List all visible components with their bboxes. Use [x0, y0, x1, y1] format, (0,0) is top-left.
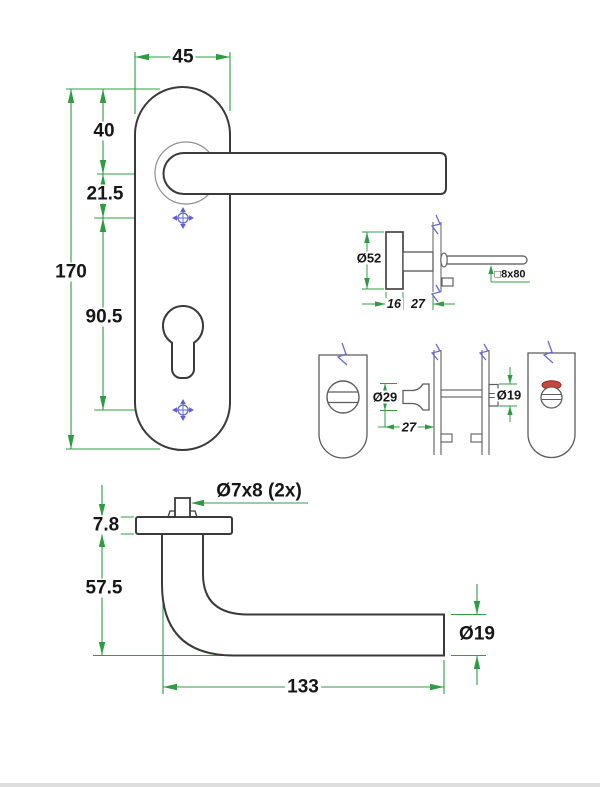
indicator-turn [540, 386, 563, 409]
break-mark [542, 340, 554, 364]
page-bottom-edge [0, 783, 600, 787]
handle-flange [135, 516, 233, 535]
dim-rose-projection: 27 [409, 296, 427, 311]
lever-front [162, 152, 447, 195]
dim-turn-diameter: Ø29 [370, 389, 400, 405]
label-spindle: □8x80 [494, 268, 526, 281]
label-peg-holes: Ø7x8 (2x) [216, 480, 302, 502]
dim-handle-length: 133 [285, 676, 321, 698]
screw-marker-bottom [172, 399, 194, 421]
dim-flange-thickness: 7.8 [90, 514, 122, 536]
thumbturn-knob-profile [402, 383, 430, 411]
wc-lug-left [440, 433, 453, 443]
spindle-base [440, 252, 448, 268]
dim-top-to-handle: 40 [91, 120, 117, 142]
dim-handle-height: 57.5 [83, 577, 125, 599]
coin-slot-turn [326, 380, 360, 414]
lever-dimension-arrows [98, 499, 481, 691]
dim-screw-spacing: 90.5 [83, 306, 125, 328]
indicator-slot [542, 393, 561, 401]
break-mark [336, 342, 348, 366]
peg-chamfers [167, 510, 198, 518]
lever-handle-profile [161, 533, 445, 657]
break-marks-strips [430, 343, 489, 361]
break-marks [430, 214, 441, 303]
dim-plate-height: 170 [53, 261, 89, 283]
lever-side-view [93, 485, 486, 694]
backplate-outline [134, 86, 231, 451]
dim-bar-diameter: Ø19 [457, 623, 497, 645]
spindle-bar [443, 255, 528, 265]
dim-handle-to-screw: 21.5 [84, 183, 126, 205]
dim-turn-projection: 27 [399, 419, 419, 435]
wc-spindle [440, 389, 483, 398]
rose-profile [385, 231, 404, 290]
coin-slot [328, 391, 358, 404]
dim-rose-thickness: 16 [385, 296, 403, 311]
wc-turn-views [318, 340, 576, 459]
front-view [66, 52, 447, 451]
fixing-peg [174, 497, 191, 518]
handle-neck-profile [402, 251, 434, 272]
euro-cylinder-cutout [162, 305, 204, 379]
dim-release-diameter: Ø19 [494, 387, 524, 403]
dim-plate-width: 45 [170, 46, 196, 68]
rose-side-dimension-arrows [364, 232, 494, 307]
rose-side-view [362, 214, 530, 310]
screw-marker-top [172, 207, 194, 229]
front-view-dimension-arrows [67, 53, 230, 449]
dim-rose-diameter: Ø52 [354, 250, 384, 266]
wc-lug-right [470, 433, 483, 443]
fixing-lug [441, 277, 454, 287]
